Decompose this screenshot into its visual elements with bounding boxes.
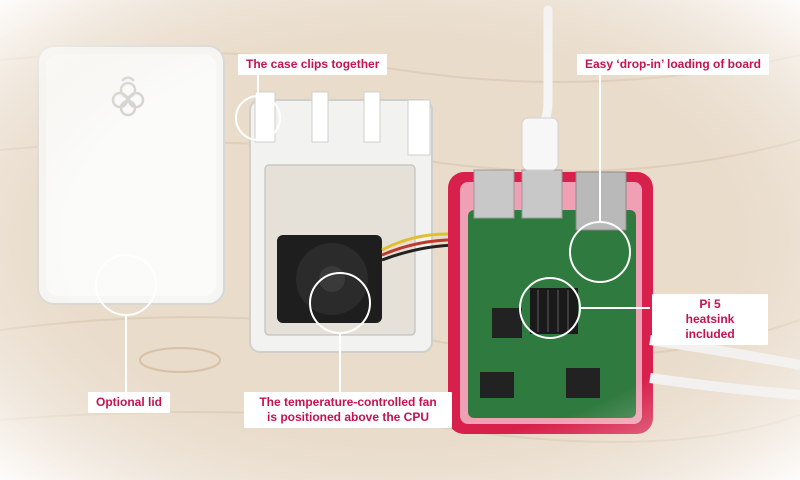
label-heatsink-line2: heatsink included [685,312,735,341]
label-fan: The temperature-controlled fan is positi… [244,392,452,428]
label-heatsink: Pi 5 heatsink included [652,294,768,345]
label-fan-line1: The temperature-controlled fan [259,395,437,409]
label-fan-line2: is positioned above the CPU [266,410,430,424]
label-optional-lid: Optional lid [88,392,170,413]
label-heatsink-line1: Pi 5 [699,297,721,311]
label-drop-in-loading: Easy ‘drop-in’ loading of board [577,54,770,75]
label-case-clips: The case clips together [238,54,388,75]
